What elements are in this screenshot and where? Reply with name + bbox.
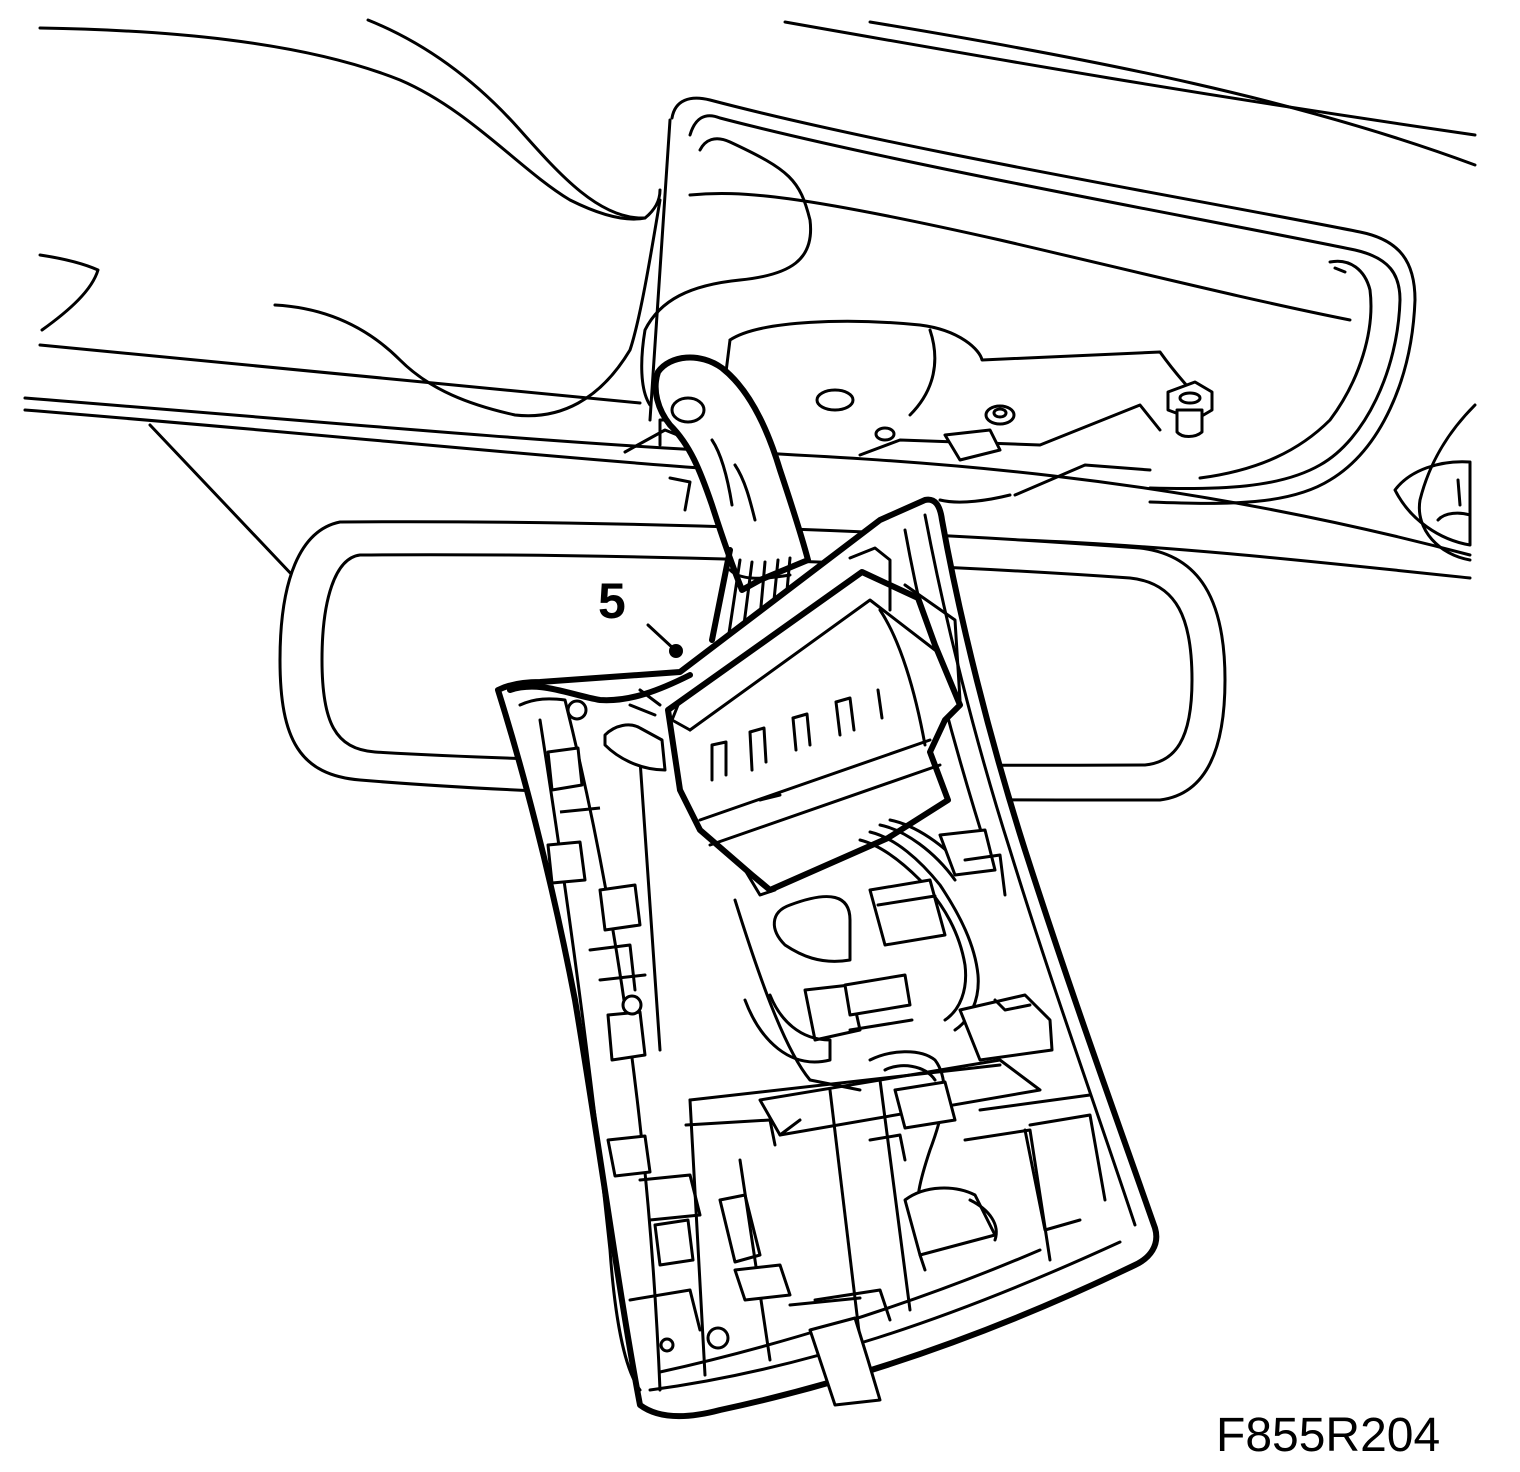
console-recess xyxy=(640,96,1417,505)
wiring-harness xyxy=(652,354,811,643)
fastener-nut xyxy=(1166,380,1214,438)
callout-leader-5 xyxy=(646,623,683,658)
electrical-connector xyxy=(665,546,1054,1272)
lead-wire xyxy=(507,672,693,704)
fastener-clip xyxy=(984,404,1016,426)
figure-id-label: F855R204 xyxy=(1216,1409,1441,1462)
overhead-console-housing xyxy=(495,496,1160,1420)
callout-number-5: 5 xyxy=(598,573,626,629)
